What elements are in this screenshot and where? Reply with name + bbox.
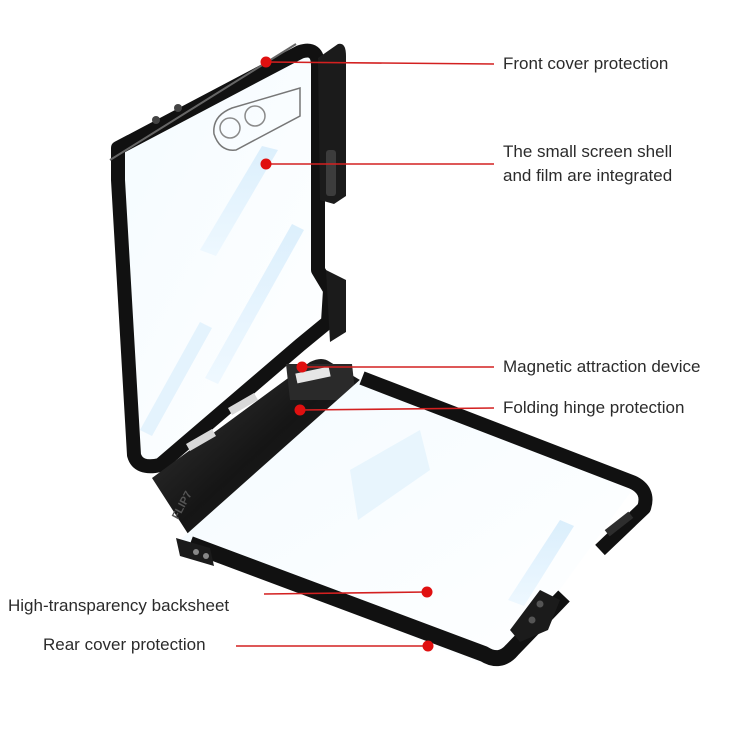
hinge-body [152, 359, 360, 549]
magnet-slot [295, 366, 331, 384]
rear-glass-streak-1 [508, 520, 574, 606]
camera-cutout [213, 86, 301, 151]
dot-hinge [294, 404, 306, 416]
rear-cover [176, 371, 653, 667]
rear-cover-corner [510, 590, 560, 642]
front-cover [109, 43, 346, 474]
front-glass-streak-1 [200, 146, 278, 256]
rear-hole-1 [536, 600, 544, 608]
leader-backsheet [263, 591, 428, 595]
side-button-cutout [326, 150, 336, 196]
dot-magnetic [296, 361, 308, 373]
label-folding-hinge-protection: Folding hinge protection [503, 398, 685, 417]
label-small-screen-line-2: and film are integrated [503, 166, 673, 185]
dot-backsheet [421, 586, 433, 598]
label-rear-cover-protection: Rear cover protection [43, 635, 206, 654]
hinge: FLIP7 [152, 359, 360, 549]
left-rail-hole-1 [193, 549, 199, 555]
front-cover-side-lower [326, 270, 346, 342]
label-high-transparency-backsheet: High-transparency backsheet [8, 596, 230, 615]
front-glass-streak-2 [205, 224, 304, 384]
top-hole-2 [174, 104, 182, 112]
rear-side-cutout [604, 511, 634, 537]
front-glass-streak-3 [140, 322, 212, 436]
left-rail-hole-2 [203, 553, 209, 559]
front-cover-frame [111, 43, 337, 474]
label-front-cover-protection: Front cover protection [503, 54, 669, 73]
dot-front-cover [260, 56, 272, 68]
rear-cover-frame-front [187, 536, 570, 667]
leader-front-cover [265, 61, 495, 65]
rear-hole-2 [528, 616, 536, 624]
hinge-slot-lower-2 [186, 429, 216, 451]
camera-lens-ring-1 [219, 117, 241, 139]
dot-rear-cover [422, 640, 434, 652]
hinge-slot-lower [228, 393, 258, 415]
rear-glass-streak-2 [350, 430, 430, 520]
rear-cover-frame-back [359, 371, 653, 556]
label-small-screen-line-1: The small screen shell [503, 142, 673, 161]
top-hole-1 [152, 116, 160, 124]
leader-hinge [299, 407, 495, 411]
callout-leaders [236, 56, 495, 652]
dot-small-screen [260, 158, 272, 170]
label-magnetic-attraction-device: Magnetic attraction device [503, 357, 701, 376]
camera-lens-ring-2 [244, 105, 266, 127]
